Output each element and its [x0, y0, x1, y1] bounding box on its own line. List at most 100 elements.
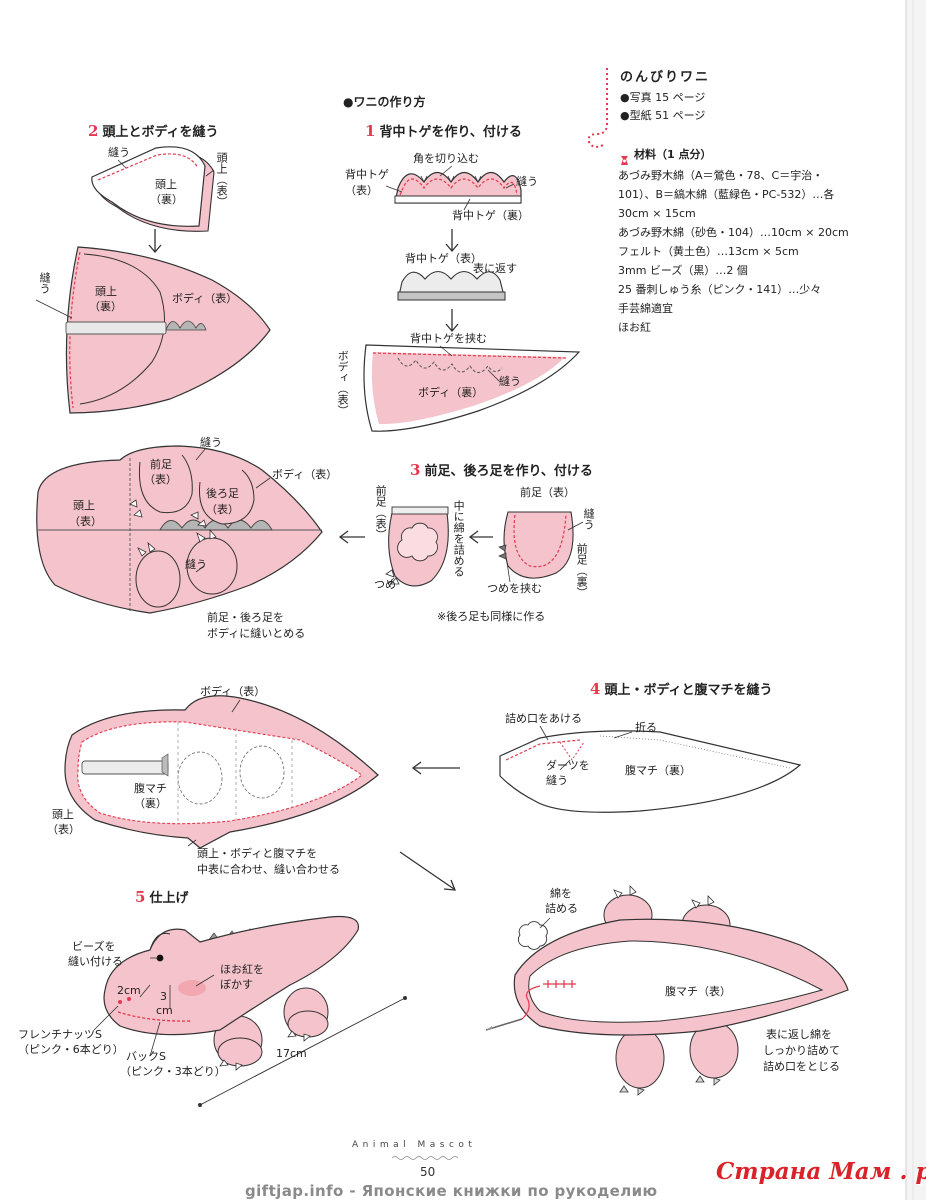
step5-belly-up-crocodile: [485, 885, 849, 1096]
step3-attach-line1: 前足・後ろ足を: [207, 611, 284, 624]
step3-note: ※後ろ足も同様に作る: [437, 610, 546, 623]
step5-close-line1: 表に返し綿を: [766, 1028, 832, 1041]
step3-front-leg-label: 前足: [150, 458, 172, 471]
footer-wavy-rule: [391, 1156, 459, 1160]
step1-body-back-label: ボディ（裏）: [418, 386, 484, 399]
step3-leg-front-vertical: 前足（表）: [374, 485, 388, 540]
arrow-down-step2: [148, 229, 162, 253]
materials-line: 手芸綿適宜: [618, 302, 673, 315]
step5-blush-line2: ぼかす: [220, 978, 253, 991]
step3-leg-back-vertical: 前足（裏）: [575, 543, 589, 598]
step5-stuff-line2: 詰める: [545, 902, 578, 915]
step5-french-knot-line1: フレンチナッツS: [18, 1028, 102, 1041]
materials-line: 30cm × 15cm: [618, 207, 696, 220]
step4-join-line1: 頭上・ボディと腹マチを: [197, 847, 318, 860]
step1-spine-back-label: 背中トゲ（裏）: [452, 209, 529, 222]
step2-sew-label: 縫う: [108, 146, 130, 159]
step3-body-with-legs: [36, 445, 323, 614]
step4-join-line2: 中表に合わせ、縫い合わせる: [197, 863, 340, 876]
step3-front-leg-side: （表）: [144, 473, 177, 486]
step3-sew-vertical: 縫う: [582, 508, 596, 530]
source-watermark: giftjap.info - Японские книжки по рукоде…: [245, 1182, 658, 1200]
step4-dart-sew: 縫う: [546, 774, 568, 787]
step1-spine-label: 背中トゲ: [345, 168, 389, 181]
step1-spine-strip: [385, 165, 522, 211]
step2-body-piece: [35, 246, 271, 414]
pattern-title: のんびりワニ: [620, 70, 711, 85]
step2-number: 2: [88, 122, 99, 140]
header-dotted-line: [587, 68, 608, 148]
step2-head-back-label: 頭上: [155, 178, 177, 191]
step5-number: 5: [135, 888, 146, 906]
step3-number: 3: [410, 461, 421, 479]
step1-insert-label: 背中トゲを挟む: [410, 332, 487, 345]
step5-beads-line2: 縫い付ける: [68, 955, 123, 968]
step5-beads-line1: ビーズを: [72, 940, 116, 953]
page-number: 50: [420, 1165, 436, 1179]
step1-number: 1: [365, 122, 376, 140]
arrow-diagonal-step4: [399, 851, 456, 891]
step3-flat-leg: [498, 511, 584, 583]
step3-hind-leg-label: 後ろ足: [206, 487, 239, 500]
materials-line: あづみ野木綿（A＝鶯色・78、C＝宇治・: [618, 169, 824, 182]
step5-blush-line1: ほお紅を: [220, 963, 264, 976]
step2-sew-side-label: 縫う: [38, 272, 52, 294]
step1-body-front-label: ボディ（表）: [336, 350, 350, 416]
step3-stuff-vertical: 中に綿を詰める: [452, 500, 466, 577]
pattern-page-ref: ●型紙 51 ページ: [620, 109, 706, 122]
step2-head-back-side: （裏）: [150, 193, 183, 206]
step4-number: 4: [590, 680, 601, 698]
materials-line: 3mm ビーズ（黒）…2 個: [618, 264, 748, 277]
step1-title: 背中トゲを作り、付ける: [379, 125, 522, 140]
step1-spine-front-label: 背中トゲ（表）: [405, 252, 482, 265]
step3-head-front-label: 頭上: [73, 499, 95, 512]
step5-close-line2: しっかり詰めて: [763, 1044, 840, 1057]
step4-head-front-side: （表）: [47, 823, 80, 836]
step4-assembled-body: [64, 695, 379, 849]
step1-spine-turned: [397, 270, 506, 301]
step2-head-back2-side: （裏）: [89, 300, 122, 313]
arrow-left-step3b: [468, 530, 493, 544]
step5-finished-crocodile: [93, 915, 360, 1071]
step5-dim-3: 3: [160, 990, 167, 1003]
step2-head-front-label: 頭上（表）: [215, 152, 229, 207]
step4-title: 頭上・ボディと腹マチを縫う: [604, 683, 773, 698]
arrow-down-step1b: [445, 309, 459, 332]
sewing-spool-icon: [619, 151, 630, 165]
step4-body-front-label: ボディ（表）: [200, 685, 266, 698]
step4-fold-label: 折る: [635, 721, 657, 734]
step5-title: 仕上げ: [149, 891, 189, 906]
step4-head-front-label: 頭上: [52, 808, 74, 821]
materials-line: 25 番刺しゅう糸（ピンク・141）…少々: [618, 283, 822, 296]
step1-body-with-spine: [363, 344, 581, 432]
dimension-line-17cm: [198, 996, 407, 1107]
site-logo: Страна Мам . ру: [716, 1158, 926, 1185]
step1-sew2-label: 縫う: [499, 375, 521, 388]
step1-turn-label: 表に返す: [473, 262, 517, 275]
step3-sew-label: 縫う: [200, 436, 222, 449]
step5-close-line3: 詰め口をとじる: [763, 1060, 840, 1073]
step4-opening-label: 詰め口をあける: [505, 712, 582, 725]
page-binding-edge: [905, 0, 926, 1200]
step3-claw-insert-label: つめを挟む: [487, 582, 542, 595]
materials-line: フェルト（黄土色）…13cm × 5cm: [618, 245, 799, 258]
arrow-left-step3a: [338, 530, 365, 544]
step5-dim-2cm: 2cm: [117, 984, 141, 997]
step3-leg-front2-label: 前足（表）: [520, 486, 575, 499]
materials-line: 101）、B＝縞木綿（藍緑色・PC-532）…各: [618, 188, 835, 201]
step2-body-front-label: ボディ（表）: [172, 292, 238, 305]
step2-title: 頭上とボディを縫う: [102, 125, 219, 140]
step5-back-stitch-line1: バックS: [126, 1050, 166, 1063]
materials-list: あづみ野木綿（A＝鶯色・78、C＝宇治・ 101）、B＝縞木綿（藍緑色・PC-5…: [618, 166, 849, 337]
series-name: Animal Mascot: [352, 1140, 477, 1150]
step1-cut-label: 角を切り込む: [413, 152, 479, 165]
step2-head-piece: [91, 146, 215, 232]
step5-stuff-line1: 綿を: [550, 887, 572, 900]
arrow-left-step4: [411, 761, 460, 775]
step5-back-stitch-line2: （ピンク・3本どり）: [120, 1065, 226, 1078]
step2-head-back2-label: 頭上: [95, 285, 117, 298]
